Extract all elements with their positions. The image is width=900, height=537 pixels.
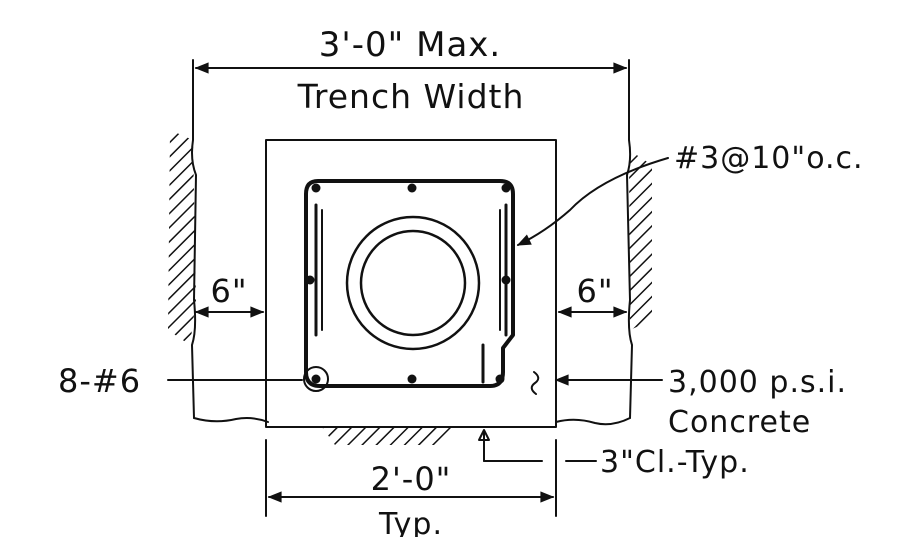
main-bar [495,374,505,384]
trench-width-label: Trench Width [297,77,525,116]
main-bars [305,183,511,384]
main-bars-label: 8-#6 [58,362,141,400]
rebar-tie [304,179,515,388]
dimension-box-width: 2'-0" Typ. [265,439,557,537]
trench-wall-right [626,59,652,419]
main-bar [311,183,321,193]
ground-hatch [322,427,455,445]
trench-wall-left [168,59,197,419]
dimension-left-clearance: 6" [194,272,265,318]
trench-bottom-right [555,417,631,426]
dimension-right-clearance: 6" [557,272,628,318]
main-bar [305,275,315,285]
main-bar [501,183,511,193]
main-bar [407,183,417,193]
main-bar [501,275,511,285]
right-clearance-label: 6" [576,272,613,310]
main-bar [311,374,321,384]
overall-width-label: 3'-0" Max. [319,25,501,65]
concrete-strength-label: 3,000 p.s.i. [668,365,847,400]
rebar-spacing-label: #3@10"o.c. [674,141,864,176]
concrete-label: Concrete [668,405,811,440]
callout-rebar-spacing: #3@10"o.c. [516,141,864,246]
pipe-outer [345,215,481,351]
bar-callout-circle [303,366,329,392]
left-clearance-label: 6" [210,272,247,310]
trench-bottom [193,417,269,423]
main-bar [407,374,417,384]
cover-label: 3"Cl.-Typ. [600,445,750,480]
callout-main-bars: 8-#6 [58,362,303,400]
callout-cover: 3"Cl.-Typ. [478,429,750,480]
box-width-note: Typ. [378,507,443,537]
pipe-inner [359,229,467,337]
callout-concrete: 3,000 p.s.i. Concrete [530,365,847,440]
dimension-overall-width: 3'-0" Max. Trench Width [194,25,628,116]
box-width-label: 2'-0" [371,460,452,498]
concrete-encasement [265,139,557,428]
